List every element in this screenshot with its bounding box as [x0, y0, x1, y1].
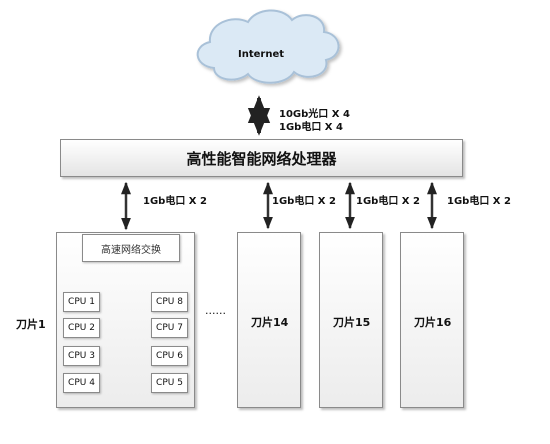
- cpu-box: CPU 3: [63, 346, 100, 366]
- network-processor-label: 高性能智能网络处理器: [186, 149, 337, 168]
- blade-ellipsis: ......: [205, 304, 226, 317]
- link-label-blade15: 1Gb电口 X 2: [356, 196, 420, 207]
- cpu-box: CPU 8: [151, 292, 188, 312]
- cpu-label: CPU 7: [156, 323, 183, 333]
- cpu-box: CPU 2: [63, 318, 100, 338]
- high-speed-switch: 高速网络交换: [82, 234, 180, 262]
- blade-1-label: 刀片1: [16, 318, 46, 331]
- cpu-box: CPU 6: [151, 346, 188, 366]
- cpu-label: CPU 3: [68, 351, 95, 361]
- cpu-label: CPU 6: [156, 351, 183, 361]
- internet-cloud-icon: [196, 9, 340, 84]
- high-speed-switch-label: 高速网络交换: [101, 244, 161, 256]
- blade-14-label: 刀片14: [251, 316, 289, 329]
- link-label-blade14: 1Gb电口 X 2: [272, 196, 336, 207]
- cpu-label: CPU 2: [68, 323, 95, 333]
- cpu-label: CPU 4: [68, 378, 95, 388]
- cpu-label: CPU 8: [156, 297, 183, 307]
- blade-16: [400, 232, 464, 408]
- cpu-box: CPU 7: [151, 318, 188, 338]
- cpu-box: CPU 1: [63, 292, 100, 312]
- uplink-label-optical: 10Gb光口 X 4: [279, 109, 350, 120]
- cpu-label: CPU 5: [156, 378, 183, 388]
- blade-14: [237, 232, 301, 408]
- uplink-label-electrical: 1Gb电口 X 4: [279, 122, 343, 133]
- cpu-label: CPU 1: [68, 297, 95, 307]
- blade-16-label: 刀片16: [414, 316, 452, 329]
- cpu-box: CPU 5: [151, 373, 188, 393]
- blade-15: [319, 232, 383, 408]
- network-processor: 高性能智能网络处理器: [60, 139, 463, 177]
- link-label-blade1: 1Gb电口 X 2: [143, 196, 207, 207]
- cpu-box: CPU 4: [63, 373, 100, 393]
- internet-label: Internet: [238, 49, 285, 60]
- link-label-blade16: 1Gb电口 X 2: [447, 196, 511, 207]
- blade-15-label: 刀片15: [333, 316, 371, 329]
